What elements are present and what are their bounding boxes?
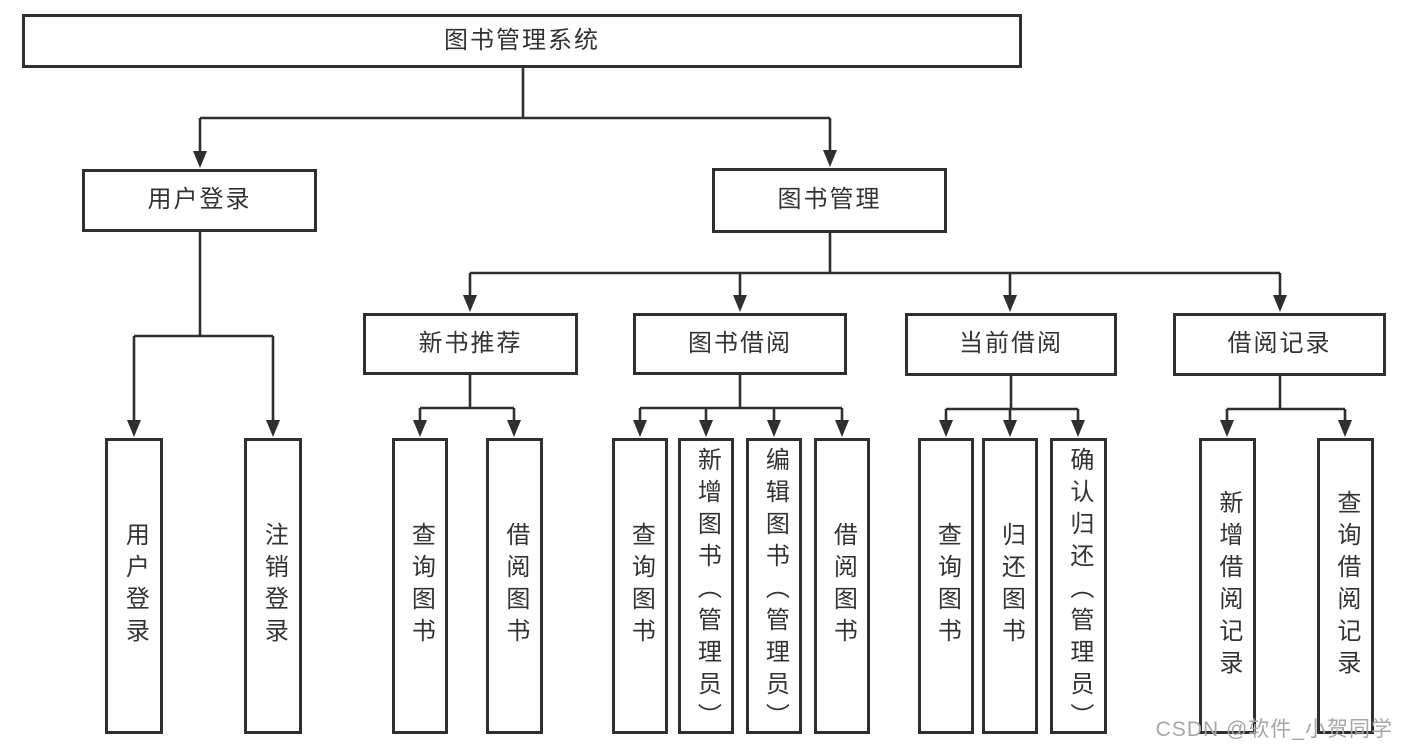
- node-query-books-borrow: 查询图书: [612, 438, 668, 734]
- node-return-book: 归还图书: [982, 438, 1038, 734]
- node-user-login-leaf: 用户登录: [105, 438, 163, 734]
- node-confirm-return-admin: 确认归还（管理员）: [1050, 438, 1107, 735]
- node-borrow-record: 借阅记录: [1173, 313, 1386, 376]
- node-add-borrow-record: 新增借阅记录: [1199, 438, 1256, 734]
- node-new-book-recommend: 新书推荐: [363, 313, 578, 375]
- node-book-management: 图书管理: [712, 168, 947, 233]
- node-query-borrow-record: 查询借阅记录: [1317, 438, 1374, 734]
- node-edit-book-admin: 编辑图书（管理员）: [746, 438, 802, 735]
- csdn-watermark: CSDN @软件_小贺同学: [1155, 718, 1393, 741]
- node-logout-leaf: 注销登录: [244, 438, 302, 734]
- node-book-borrow: 图书借阅: [633, 313, 847, 375]
- node-current-borrow: 当前借阅: [905, 313, 1117, 376]
- node-borrow-books-recommend: 借阅图书: [486, 438, 543, 734]
- node-query-books-current: 查询图书: [918, 438, 974, 734]
- node-query-books-recommend: 查询图书: [392, 438, 448, 734]
- node-library-management-system: 图书管理系统: [22, 14, 1022, 68]
- node-user-login: 用户登录: [82, 169, 317, 232]
- node-borrow-books-leaf: 借阅图书: [814, 438, 870, 734]
- node-add-book-admin: 新增图书（管理员）: [678, 438, 734, 735]
